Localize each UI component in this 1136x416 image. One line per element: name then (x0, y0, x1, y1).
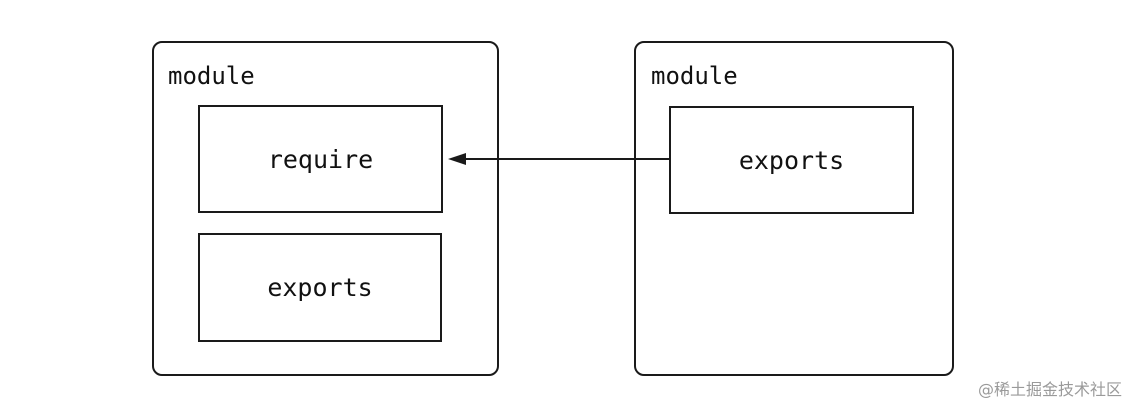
left-exports-label: exports (267, 273, 373, 302)
left-module-label: module (168, 62, 255, 90)
left-exports-box: exports (198, 233, 442, 342)
right-exports-label: exports (738, 145, 845, 175)
watermark: @稀土掘金技术社区 (977, 380, 1122, 399)
left-require-box: require (198, 105, 443, 213)
right-exports-box: exports (669, 106, 914, 214)
left-require-label: require (267, 144, 374, 174)
right-module-label: module (651, 62, 738, 90)
